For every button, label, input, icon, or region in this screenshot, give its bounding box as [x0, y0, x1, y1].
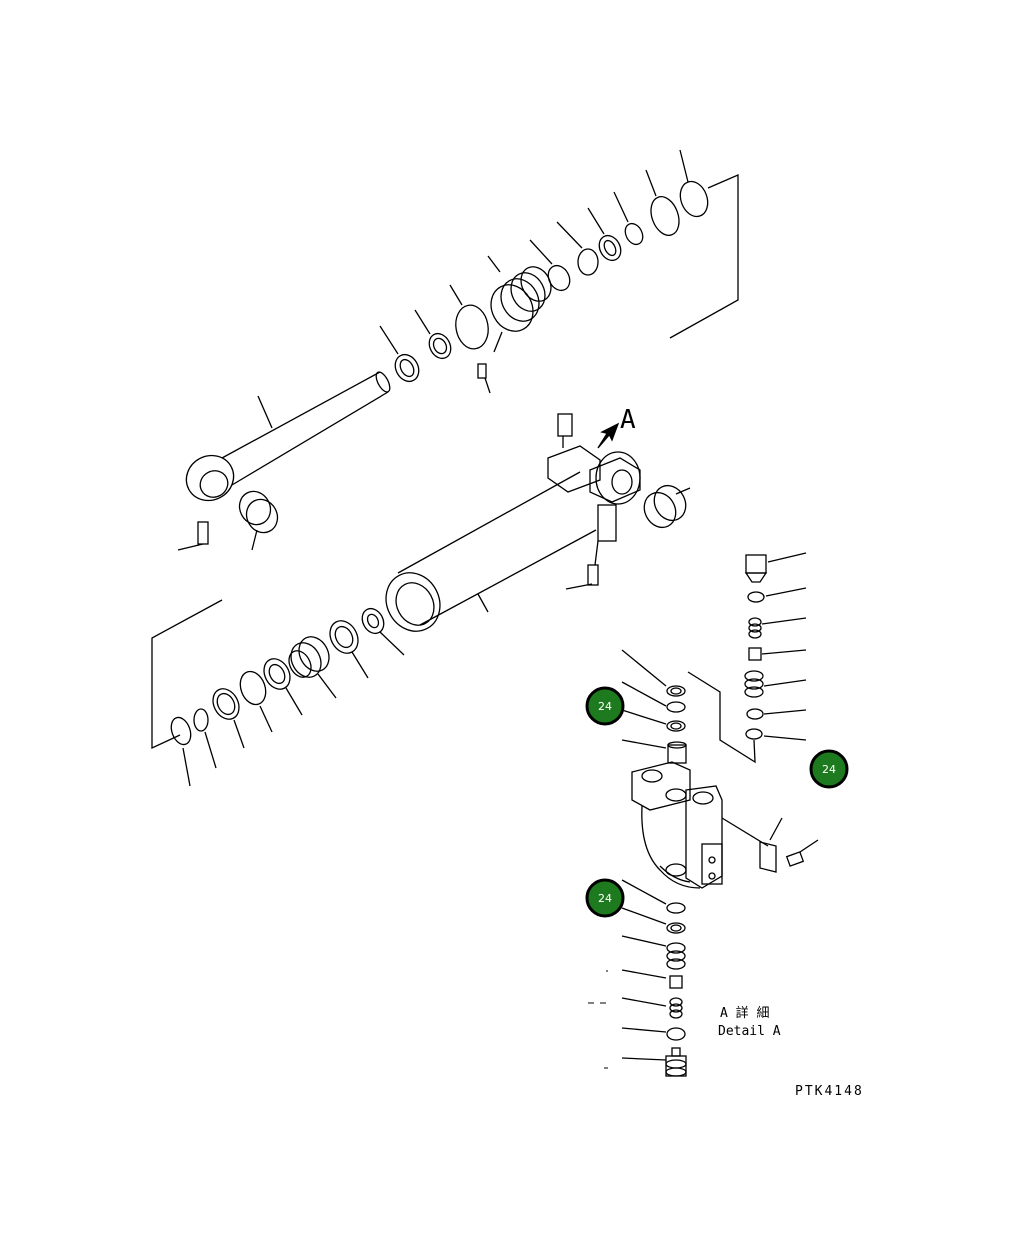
detail-plug-top	[621, 739, 687, 764]
ring-upper-1	[379, 325, 420, 383]
bracket-line-upper	[669, 174, 739, 339]
detail-plate	[721, 817, 783, 873]
svg-text:24: 24	[598, 892, 612, 905]
detail-plug-bottom	[621, 1047, 687, 1077]
nut-lower	[361, 607, 405, 656]
ring-lower-2	[263, 658, 303, 716]
detail-washer-top	[621, 649, 686, 697]
detail-valve-body-1	[744, 670, 807, 698]
piston	[288, 636, 337, 699]
o-ring-upper-3	[556, 221, 599, 276]
detail-o-ring-2	[746, 708, 807, 720]
detail-valve-1	[748, 647, 807, 661]
leader-rod	[257, 395, 273, 429]
svg-text:24: 24	[822, 763, 836, 776]
marker-24-top-left: 24	[585, 686, 625, 726]
ring-upper-5	[613, 191, 644, 246]
cylinder-tube	[385, 471, 597, 632]
tube-bottom-block	[547, 445, 641, 566]
marker-24-bottom-left: 24	[585, 878, 625, 918]
screw-head	[477, 363, 491, 394]
detail-ring-top	[621, 709, 686, 732]
o-ring-upper-large	[449, 284, 489, 350]
o-ring-lower-large	[239, 670, 273, 733]
drawing-code: PTK4148	[795, 1084, 864, 1099]
detail-block	[631, 761, 723, 889]
view-arrow	[597, 422, 620, 449]
svg-text:24: 24	[598, 700, 612, 713]
snap-ring-upper	[645, 169, 680, 236]
bushing-rod	[238, 490, 279, 551]
detail-spring-1	[748, 617, 807, 639]
detail-label-en: Detail A	[718, 1024, 781, 1039]
bracket-line-lower	[151, 599, 223, 750]
cylinder-head	[487, 255, 552, 353]
detail-label-jp: A 詳 細	[720, 1005, 769, 1021]
piston-rod	[185, 371, 391, 502]
detail-valve-2	[621, 969, 683, 989]
ring-upper-4	[587, 207, 622, 262]
detail-o-ring-1	[747, 587, 807, 603]
grease-fitting-rod	[177, 521, 209, 551]
o-ring-lower-small	[193, 708, 217, 769]
o-ring-upper-end	[679, 149, 709, 218]
detail-plug-1	[744, 552, 807, 583]
bushing-tube	[643, 484, 691, 529]
detail-o-ring-top	[621, 681, 686, 713]
snap-ring-lower	[170, 716, 192, 787]
grease-fitting-tube	[565, 564, 599, 590]
detail-bolt	[785, 839, 819, 867]
detail-o-ring-3	[745, 728, 807, 741]
ring-upper-3	[529, 239, 571, 292]
detail-o-ring-low-2	[621, 1027, 686, 1041]
detail-ring-low-1	[621, 907, 686, 934]
ring-lower-3	[212, 688, 245, 749]
detail-valve-body-2	[621, 935, 686, 970]
ring-lower-1	[329, 620, 369, 679]
plug-top	[557, 413, 573, 448]
detail-bracket-line	[687, 671, 756, 764]
ring-upper-2	[414, 309, 452, 360]
view-label: A	[620, 405, 636, 435]
detail-o-ring-low-1	[621, 879, 686, 914]
detail-spring-2	[621, 997, 683, 1019]
marker-24-right: 24	[809, 749, 849, 789]
